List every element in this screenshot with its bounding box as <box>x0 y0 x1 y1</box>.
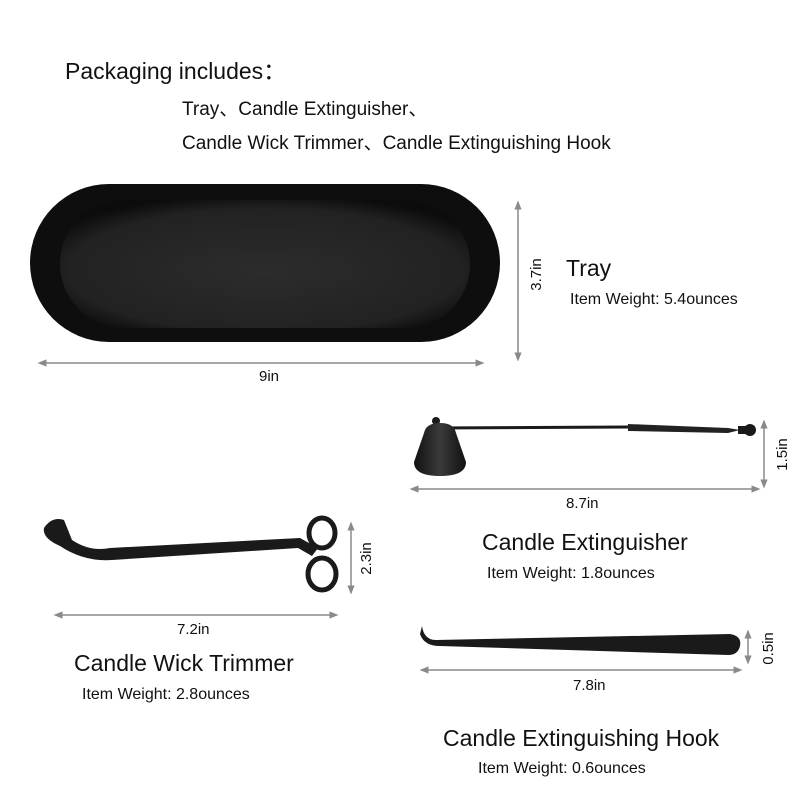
tray-weight: Item Weight: 5.4ounces <box>570 291 738 308</box>
extinguisher-height-label: 1.5in <box>773 438 791 471</box>
packaging-items-line-2: Candle Wick Trimmer、Candle Extinguishing… <box>182 133 611 154</box>
trimmer-height-label: 2.3in <box>357 542 375 575</box>
extinguisher-length-label: 8.7in <box>566 495 599 512</box>
hook-length-label: 7.8in <box>573 677 606 694</box>
hook-height-label: 0.5in <box>759 632 777 665</box>
hook-weight: Item Weight: 0.6ounces <box>478 760 646 777</box>
tray-title: Tray <box>566 255 612 281</box>
packaging-title: Packaging includes： <box>65 58 287 84</box>
packaging-items-line-1: Tray、Candle Extinguisher、 <box>182 99 428 120</box>
trimmer-title: Candle Wick Trimmer <box>74 650 294 676</box>
trimmer-length-label: 7.2in <box>177 621 210 638</box>
extinguisher-title: Candle Extinguisher <box>482 529 688 555</box>
tray-length-label: 9in <box>259 368 280 385</box>
hook-title: Candle Extinguishing Hook <box>443 725 720 751</box>
trimmer-image <box>43 515 339 593</box>
tray-image <box>30 184 500 342</box>
trimmer-weight: Item Weight: 2.8ounces <box>82 686 250 703</box>
extinguisher-weight: Item Weight: 1.8ounces <box>487 565 655 582</box>
extinguisher-image <box>414 417 756 476</box>
hook-image <box>420 626 741 655</box>
tray-height-label: 3.7in <box>527 258 545 291</box>
